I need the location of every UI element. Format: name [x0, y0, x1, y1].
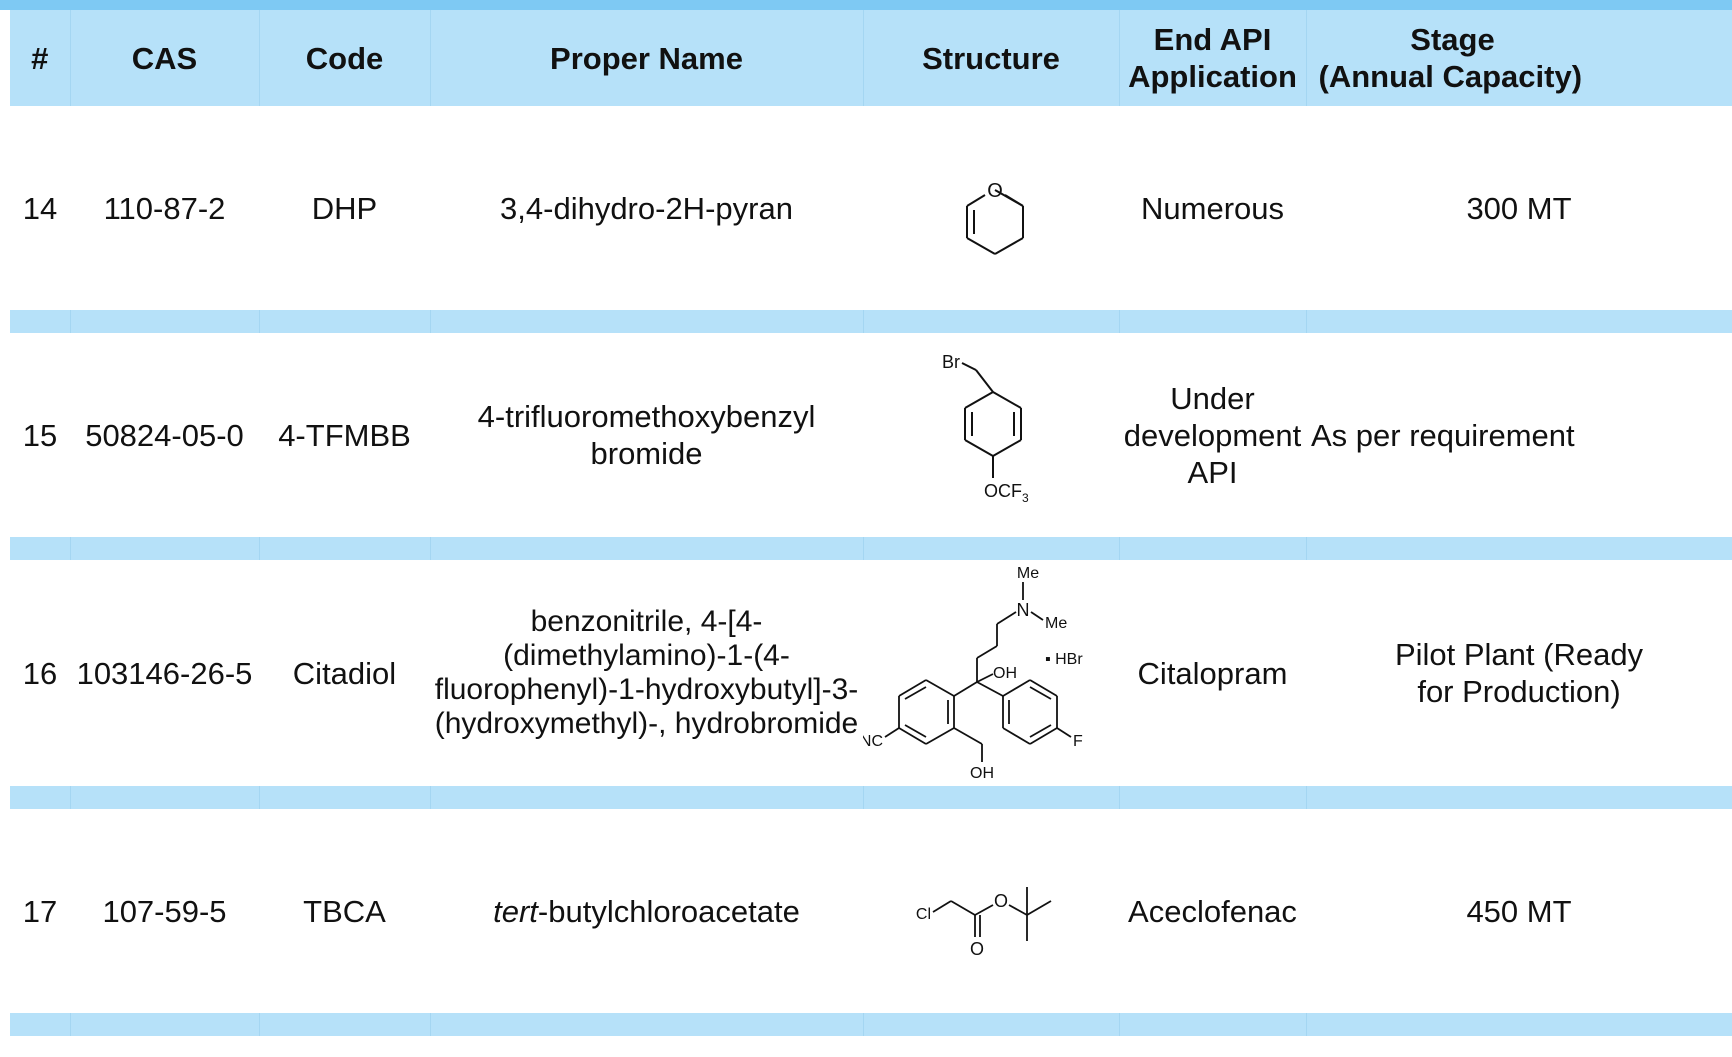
table-row: 17 107-59-5 TBCA tert-butylchloroacetate — [10, 809, 1732, 1013]
header-end-api-application: End API Application — [1118, 10, 1306, 106]
cell-cas: 50824-05-0 — [70, 333, 259, 537]
structure-trifluoromethoxybenzyl-bromide: Br OCF3 — [942, 352, 1029, 505]
structure-label-o-carbonyl: O — [970, 939, 984, 959]
end-api-line: Under — [1170, 380, 1255, 416]
cell-cas: 107-59-5 — [70, 809, 259, 1013]
proper-name-line: (hydroxymethyl)-, hydrobromide — [434, 707, 859, 740]
structure-label-o: O — [987, 180, 1003, 202]
structure-label-cl: Cl — [916, 906, 931, 923]
cell-stage: 300 MT — [1306, 106, 1732, 310]
cell-structure: O — [863, 106, 1119, 310]
top-accent-bar — [0, 0, 1732, 10]
structure-tert-butyl-chloroacetate: Cl O O — [916, 887, 1052, 959]
cell-index: 16 — [10, 560, 70, 786]
table-row: 16 103146-26-5 Citadiol benzonitrile, 4-… — [10, 560, 1732, 786]
cell-end-api: Citalopram — [1119, 560, 1306, 786]
header-cas: CAS — [69, 10, 259, 106]
proper-name-italic-prefix: tert — [493, 893, 538, 929]
cell-end-api: Under development API — [1119, 333, 1306, 537]
product-table: # CAS Code Proper Name Structure End API… — [10, 10, 1732, 1036]
structure-label-hbr: ▪ HBr — [1045, 651, 1083, 668]
structure-label-ocf-main: OCF — [984, 481, 1022, 501]
structure-label-oh-bottom: OH — [970, 765, 994, 782]
structure-dihydropyran: O — [966, 180, 1024, 255]
structure-label-oh-top: OH — [993, 665, 1017, 682]
proper-name-line: benzonitrile, 4-[4- — [530, 605, 763, 638]
structure-label-nc: NC — [863, 733, 883, 750]
cell-stage: Pilot Plant (Ready for Production) — [1306, 560, 1732, 786]
header-structure: Structure — [862, 10, 1119, 106]
cell-end-api: Numerous — [1119, 106, 1306, 310]
header-stage-line2: (Annual Capacity) — [1318, 59, 1583, 94]
structure-label-ocf-subscript: 3 — [1022, 491, 1029, 505]
cell-end-api: Aceclofenac — [1119, 809, 1306, 1013]
structure-citadiol: Me N Me ▪ HBr OH NC F OH — [863, 565, 1083, 782]
row-separator — [10, 1013, 1732, 1036]
header-end-api-line2: Application — [1128, 59, 1297, 94]
row-separator — [10, 310, 1732, 333]
cell-index: 14 — [10, 106, 70, 310]
header-proper-name: Proper Name — [429, 10, 863, 106]
cell-code: DHP — [259, 106, 430, 310]
structure-label-br: Br — [942, 352, 960, 372]
header-row: # CAS Code Proper Name Structure End API… — [10, 10, 1732, 106]
structure-label-n: N — [1017, 600, 1030, 620]
cell-stage: 450 MT — [1306, 809, 1732, 1013]
header-index: # — [10, 10, 70, 106]
proper-name-line: bromide — [590, 436, 703, 471]
proper-name-line: 4-trifluoromethoxybenzyl — [477, 399, 816, 434]
table-row: 15 50824-05-0 4-TFMBB 4-trifluoromethoxy… — [10, 333, 1732, 537]
structure-label-me-right: Me — [1045, 615, 1067, 632]
cell-stage: As per requirement — [1306, 333, 1732, 537]
header-stage: Stage (Annual Capacity) — [1305, 10, 1732, 106]
end-api-line: API — [1187, 454, 1238, 490]
proper-name-line: fluorophenyl)-1-hydroxybutyl]-3- — [434, 673, 859, 706]
cell-proper-name: tert-butylchloroacetate — [430, 809, 863, 1013]
row-separator — [10, 537, 1732, 560]
stage-line: Pilot Plant (Ready — [1394, 637, 1644, 672]
cell-code: TBCA — [259, 809, 430, 1013]
structure-label-ocf: OCF3 — [984, 481, 1029, 505]
header-end-api-line1: End API — [1153, 22, 1272, 57]
cell-code: Citadiol — [259, 560, 430, 786]
cell-cas: 103146-26-5 — [70, 560, 259, 786]
cell-cas: 110-87-2 — [70, 106, 259, 310]
cell-index: 17 — [10, 809, 70, 1013]
header-code: Code — [258, 10, 430, 106]
end-api-line: development — [1123, 417, 1302, 453]
table-row: 14 110-87-2 DHP 3,4-dihydro-2H-pyran — [10, 106, 1732, 310]
structure-label-me-top: Me — [1017, 565, 1039, 582]
cell-structure: Me N Me ▪ HBr OH NC F OH — [863, 560, 1119, 786]
header-stage-line1: Stage — [1410, 22, 1495, 57]
cell-proper-name: 3,4-dihydro-2H-pyran — [430, 106, 863, 310]
stage-line: for Production) — [1417, 674, 1621, 709]
cell-index: 15 — [10, 333, 70, 537]
structure-label-o-ester: O — [994, 891, 1008, 911]
cell-proper-name: 4-trifluoromethoxybenzyl bromide — [430, 333, 863, 537]
cell-code: 4-TFMBB — [259, 333, 430, 537]
structure-label-f: F — [1073, 733, 1083, 750]
proper-name-line: (dimethylamino)-1-(4- — [503, 639, 790, 672]
cell-structure: Cl O O — [863, 809, 1119, 1013]
row-separator — [10, 786, 1732, 809]
cell-proper-name: benzonitrile, 4-[4- (dimethylamino)-1-(4… — [430, 560, 863, 786]
cell-structure: Br OCF3 — [863, 333, 1119, 537]
proper-name-rest: -butylchloroacetate — [537, 893, 800, 929]
